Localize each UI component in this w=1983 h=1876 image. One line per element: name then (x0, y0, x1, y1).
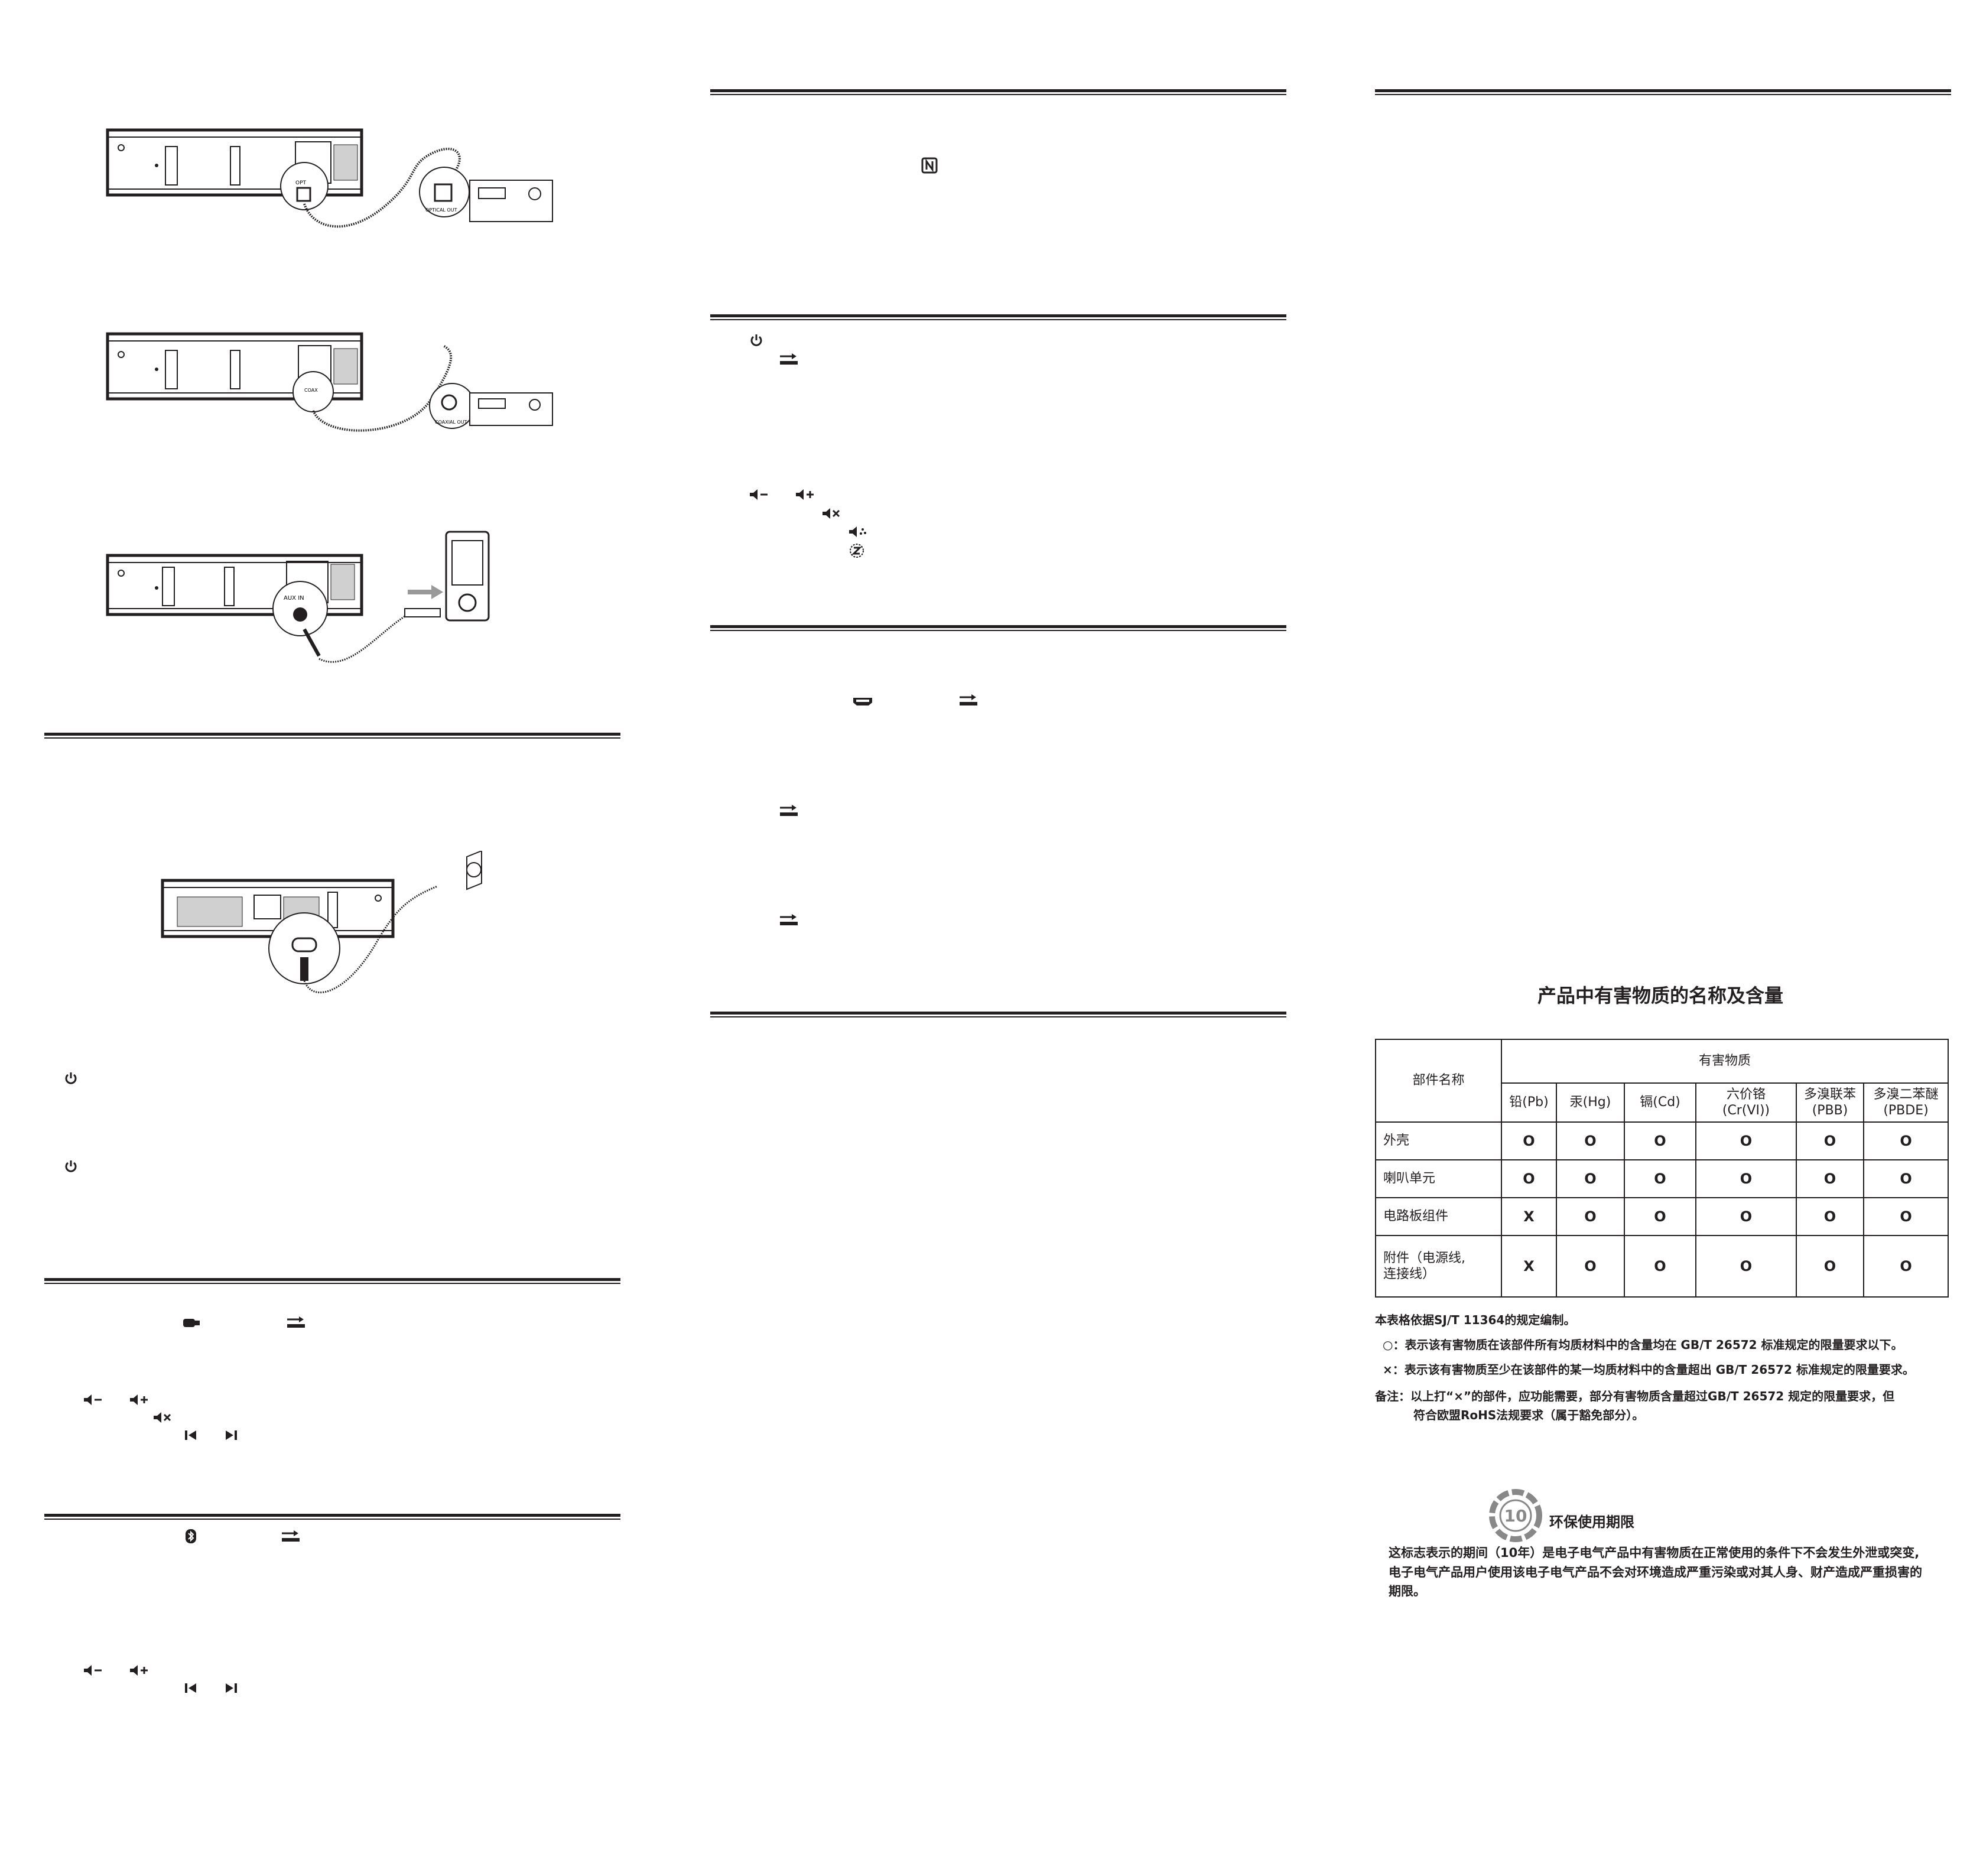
eco-badge-number: 10 (1504, 1506, 1527, 1526)
substance-mark: X (1501, 1235, 1557, 1298)
substance-mark: O (1695, 1159, 1797, 1198)
power-icon (750, 334, 762, 346)
night-mode-icon (850, 544, 864, 558)
volume-up-icon (796, 489, 814, 500)
source-icon (780, 805, 798, 816)
hazard-table-title: 产品中有害物质的名称及含量 (1537, 984, 1783, 1007)
substance-mark: O (1862, 1235, 1949, 1298)
coaxial-out-label: COAXIAL OUT (435, 420, 467, 425)
substance-mark: O (1624, 1159, 1696, 1198)
substance-mark: O (1624, 1121, 1696, 1160)
volume-up-icon (130, 1665, 148, 1676)
substance-header: 铅(Pb) (1501, 1082, 1557, 1123)
substance-mark: O (1695, 1121, 1797, 1160)
power-connection-illustration (161, 851, 482, 994)
hazard-note: ×：表示该有害物质至少在该部件的某一均质材料中的含量超出 GB/T 26572 … (1383, 1363, 1914, 1377)
section-rule (44, 1514, 620, 1520)
coaxial-connection-illustration: COAX COAXIAL OUT (106, 332, 553, 432)
substance-mark: O (1624, 1197, 1696, 1236)
substance-mark: O (1796, 1121, 1864, 1160)
substance-mark: O (1501, 1121, 1557, 1160)
substance-mark: O (1556, 1197, 1625, 1236)
substance-mark: O (1556, 1121, 1625, 1160)
previous-icon (185, 1683, 196, 1693)
hazard-note: 本表格依据SJ/T 11364的规定编制。 (1375, 1313, 1576, 1327)
source-icon (780, 914, 798, 925)
source-icon (282, 1530, 300, 1542)
substance-header: 六价铬 (Cr(VI)) (1695, 1082, 1797, 1123)
section-rule (1375, 89, 1951, 95)
eco-period-10-icon: 10 (1489, 1489, 1542, 1542)
part-name: 电路板组件 (1375, 1197, 1502, 1236)
volume-down-icon (750, 489, 768, 500)
aux-connection-illustration: AUX IN (106, 531, 490, 663)
hazardous-substance-header: 有害物质 (1500, 1039, 1949, 1084)
mute-icon (154, 1412, 171, 1423)
source-icon (287, 1316, 305, 1328)
coax-port-label: COAX (304, 388, 318, 393)
substance-mark: O (1501, 1159, 1557, 1198)
hazard-note: 符合欧盟RoHS法规要求（属于豁免部分）。 (1413, 1408, 1644, 1422)
part-name-header: 部件名称 (1375, 1039, 1502, 1123)
substance-header: 多溴二苯醚 (PBDE) (1862, 1082, 1949, 1123)
section-rule (710, 625, 1286, 631)
substance-mark: X (1501, 1197, 1557, 1236)
substance-mark: O (1862, 1121, 1949, 1160)
section-rule (710, 1012, 1286, 1017)
eco-period-text: 这标志表示的期间（10年）是电子电气产品中有害物质在正常使用的条件下不会发生外泄… (1389, 1543, 1956, 1601)
eco-text-line: 这标志表示的期间（10年）是电子电气产品中有害物质在正常使用的条件下不会发生外泄… (1389, 1546, 1920, 1560)
substance-mark: O (1796, 1159, 1864, 1198)
section-rule (44, 1278, 620, 1284)
hazard-substance-table: 部件名称 有害物质 铅(Pb)汞(Hg)镉(Cd)六价铬 (Cr(VI))多溴联… (1375, 1039, 1949, 1298)
aux-in-label: AUX IN (284, 595, 304, 602)
section-rule (44, 733, 620, 739)
hdmi-icon (853, 698, 872, 705)
eco-text-line: 期限。 (1389, 1584, 1426, 1599)
substance-mark: O (1556, 1235, 1625, 1298)
substance-mark: O (1695, 1197, 1797, 1236)
substance-mark: O (1695, 1235, 1797, 1298)
previous-icon (185, 1430, 196, 1440)
substance-mark: O (1862, 1159, 1949, 1198)
substance-mark: O (1624, 1235, 1696, 1298)
usb-icon (183, 1319, 200, 1327)
optical-out-label: OPTICAL OUT (425, 207, 457, 213)
volume-up-icon (130, 1394, 148, 1405)
hazard-note: 备注：以上打“×”的部件，应功能需要，部分有害物质含量超过GB/T 26572 … (1375, 1389, 1895, 1403)
part-name: 喇叭单元 (1375, 1159, 1502, 1198)
section-rule (710, 314, 1286, 320)
source-icon (960, 694, 977, 705)
eco-period-title: 环保使用期限 (1549, 1514, 1634, 1530)
eco-text-line: 电子电气产品用户使用该电子电气产品不会对环境造成严重污染或对其人身、财产造成严重… (1389, 1565, 1922, 1579)
substance-header: 镉(Cd) (1624, 1082, 1696, 1123)
next-icon (226, 1430, 237, 1440)
power-icon (65, 1160, 77, 1172)
volume-down-icon (84, 1665, 102, 1676)
part-name: 外壳 (1375, 1121, 1502, 1160)
substance-mark: O (1556, 1159, 1625, 1198)
substance-header: 汞(Hg) (1556, 1082, 1625, 1123)
substance-mark: O (1796, 1235, 1864, 1298)
substance-mark: O (1862, 1197, 1949, 1236)
part-name: 附件（电源线, 连接线） (1375, 1235, 1502, 1298)
section-rule (710, 89, 1286, 95)
opt-port-label: OPT (295, 180, 307, 186)
sound-effect-icon (849, 526, 866, 537)
bluetooth-icon (186, 1529, 196, 1543)
nfc-icon (921, 157, 938, 174)
hazard-note: ○：表示该有害物质在该部件所有均质材料中的含量均在 GB/T 26572 标准规… (1383, 1338, 1903, 1352)
optical-connection-illustration: OPT OPTICAL OUT (106, 128, 553, 228)
power-icon (65, 1072, 77, 1084)
substance-header: 多溴联苯 (PBB) (1796, 1082, 1864, 1123)
source-icon (780, 353, 798, 365)
mute-icon (823, 508, 840, 519)
next-icon (226, 1683, 237, 1693)
volume-down-icon (84, 1394, 102, 1405)
substance-mark: O (1796, 1197, 1864, 1236)
